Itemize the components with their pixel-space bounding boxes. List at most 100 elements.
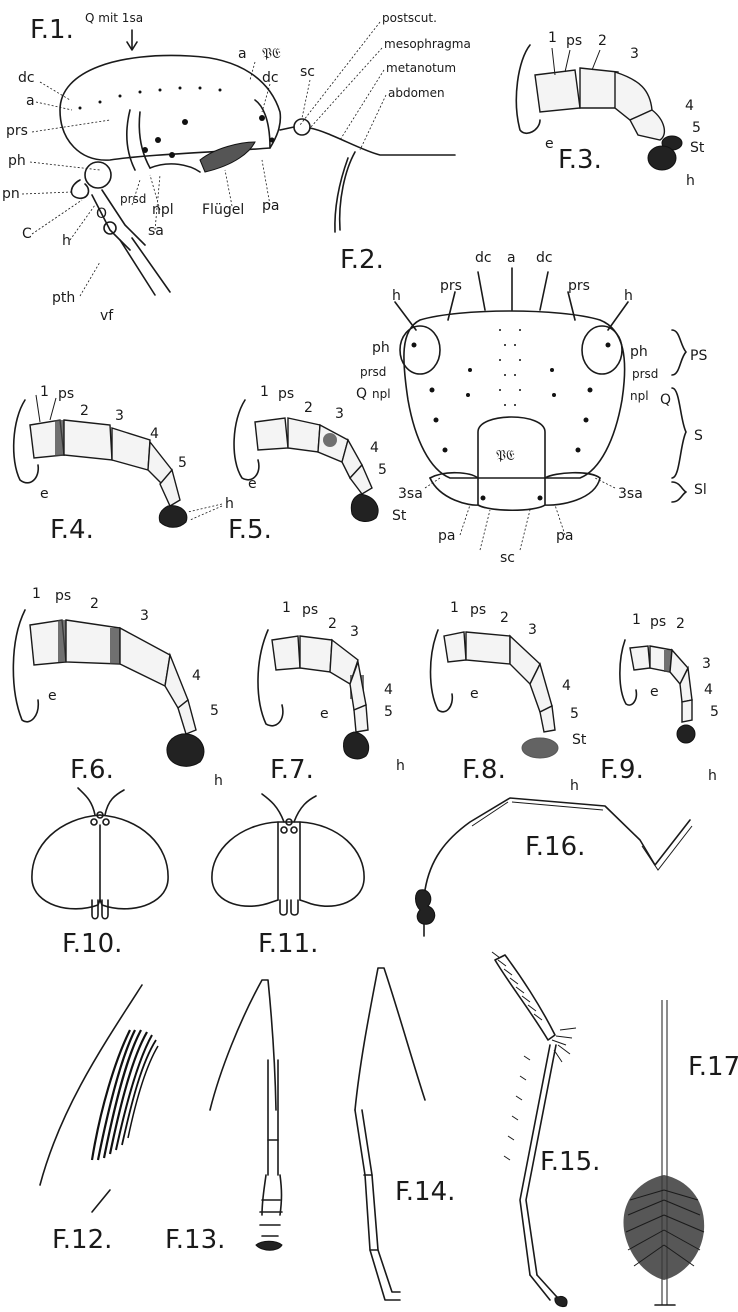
f1-label-sa: sa bbox=[148, 223, 164, 239]
f5-segment-1 bbox=[255, 418, 288, 450]
figure-9-label: F.9. bbox=[600, 755, 644, 785]
f2-label-h-2: h bbox=[624, 288, 633, 304]
f5-n2: 2 bbox=[304, 400, 313, 416]
figure-17-plume: F.17. bbox=[623, 1000, 738, 1305]
f5-style-st bbox=[351, 494, 378, 521]
f5-n1: 1 bbox=[260, 384, 269, 400]
figure-16-leg: F.16. bbox=[416, 798, 693, 936]
f3-segment-2 bbox=[580, 68, 618, 108]
figure-5-label: F.5. bbox=[228, 515, 272, 545]
f11-mouthparts bbox=[280, 900, 298, 915]
f9-e: e bbox=[650, 684, 659, 700]
figure-9-antenna: F.9. 1 ps 2 3 4 5 e h bbox=[600, 612, 719, 785]
figure-1-thorax-lateral: F.1. Q mit 1sa a 𝔓𝔈 dc sc postscut. meso… bbox=[2, 11, 471, 324]
f7-head-h bbox=[343, 732, 368, 759]
f4-segment-2 bbox=[64, 420, 112, 460]
f5-eye-edge bbox=[234, 400, 259, 480]
figure-6-label: F.6. bbox=[70, 755, 114, 785]
f1-label-dc: dc bbox=[262, 70, 279, 86]
figure-15-leg: F.15. bbox=[492, 952, 600, 1307]
f6-n2: 2 bbox=[90, 596, 99, 612]
f6-band-2 bbox=[110, 628, 120, 664]
f3-head-h bbox=[648, 146, 676, 170]
f7-segment-1 bbox=[272, 636, 300, 670]
f5-n5: 5 bbox=[378, 462, 387, 478]
f5-st: St bbox=[392, 508, 407, 524]
f7-segment-2 bbox=[300, 636, 332, 672]
f2-scutellum bbox=[430, 478, 600, 510]
f6-h: h bbox=[214, 773, 223, 789]
f1-label-c: C bbox=[22, 226, 32, 242]
f2-label-npl-2: npl bbox=[630, 389, 649, 403]
f6-e: e bbox=[48, 688, 57, 704]
f2-bristles bbox=[395, 268, 628, 330]
f1-label-sc: sc bbox=[300, 64, 315, 80]
f1-postscutellum bbox=[294, 119, 310, 135]
figure-4-label: F.4. bbox=[50, 515, 94, 545]
f4-leader-lines bbox=[188, 504, 222, 520]
f4-e: e bbox=[40, 486, 49, 502]
f2-brackets bbox=[672, 330, 686, 502]
figure-17-label: F.17. bbox=[688, 1052, 738, 1082]
f9-segment-5 bbox=[682, 700, 692, 722]
f5-segment-2 bbox=[288, 418, 320, 452]
f2-label-q-2: Q bbox=[660, 392, 671, 408]
f8-n2: 2 bbox=[500, 610, 509, 626]
f9-n4: 4 bbox=[704, 682, 713, 698]
f4-h: h bbox=[225, 496, 234, 512]
f2-humeral-left bbox=[400, 326, 440, 374]
figure-13-label: F.13. bbox=[165, 1225, 225, 1255]
f8-e: e bbox=[470, 686, 479, 702]
f3-e: e bbox=[545, 136, 554, 152]
f2-label-pc: 𝔓𝔈 bbox=[496, 448, 515, 464]
f1-label-pn: pn bbox=[2, 186, 20, 202]
f8-segment-1 bbox=[444, 632, 466, 662]
f11-frons bbox=[278, 822, 300, 900]
f1-pleural-line bbox=[150, 164, 200, 172]
f1-label-abdomen: abdomen bbox=[388, 86, 445, 100]
f1-label-pc: 𝔓𝔈 bbox=[262, 46, 281, 62]
f6-ps: ps bbox=[55, 588, 71, 604]
f1-label-metanotum: metanotum bbox=[386, 61, 456, 75]
f16-tarsus bbox=[416, 890, 435, 924]
figure-11-label: F.11. bbox=[258, 929, 318, 959]
f2-label-ps: PS bbox=[690, 348, 707, 364]
f1-abdomen-base bbox=[335, 152, 355, 232]
f3-n5: 5 bbox=[692, 120, 701, 136]
f13-tarsal-segments bbox=[260, 1200, 282, 1236]
f8-n5: 5 bbox=[570, 706, 579, 722]
f1-label-a-left: a bbox=[26, 93, 35, 109]
figure-15-label: F.15. bbox=[540, 1147, 600, 1177]
f1-label-npl: npl bbox=[152, 202, 174, 218]
f11-right-eye bbox=[300, 822, 364, 906]
f3-n4: 4 bbox=[685, 98, 694, 114]
figure-10-head: F.10. bbox=[32, 788, 168, 959]
f1-wing-base bbox=[200, 142, 255, 172]
f15-femur-setae bbox=[492, 952, 576, 1062]
f2-label-3sa-2: 3sa bbox=[618, 486, 643, 502]
figure-8-antenna: F.8. 1 ps 2 3 4 5 e St h bbox=[431, 600, 587, 794]
f9-n5: 5 bbox=[710, 704, 719, 720]
f1-label-o: O bbox=[96, 206, 107, 222]
f5-n4: 4 bbox=[370, 440, 379, 456]
f3-n2: 2 bbox=[598, 33, 607, 49]
f2-label-h-1: h bbox=[392, 288, 401, 304]
f5-ps: ps bbox=[278, 386, 294, 402]
f15-tibia-setae bbox=[504, 1056, 530, 1160]
f2-label-3sa-1: 3sa bbox=[398, 486, 423, 502]
figure-12-bristles: F.12. bbox=[40, 985, 158, 1255]
f3-st: St bbox=[690, 140, 705, 156]
f9-n2: 2 bbox=[676, 616, 685, 632]
f10-left-eye bbox=[32, 815, 100, 909]
figure-1-label: F.1. bbox=[30, 15, 74, 45]
f8-h: h bbox=[570, 778, 579, 794]
figure-13-leg: F.13. bbox=[165, 980, 282, 1255]
f1-label-vf: vf bbox=[100, 308, 114, 324]
f14-tibia-tarsus bbox=[355, 1110, 400, 1300]
f2-label-sc: sc bbox=[500, 550, 515, 566]
f1-label-pth: pth bbox=[52, 290, 75, 306]
f7-segment-5 bbox=[354, 705, 368, 732]
figure-3-label: F.3. bbox=[558, 145, 602, 175]
f7-n1: 1 bbox=[282, 600, 291, 616]
